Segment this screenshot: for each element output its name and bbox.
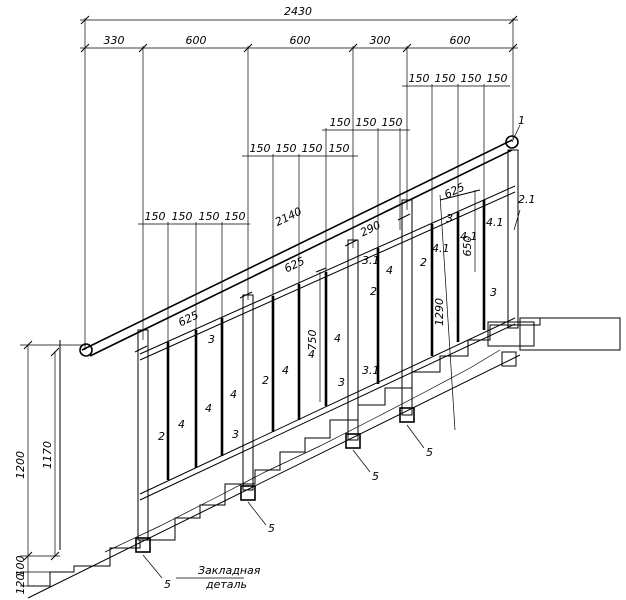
dim-1200: 1200 xyxy=(14,451,27,479)
tick-marks xyxy=(23,15,518,561)
callout-leaders xyxy=(142,124,521,579)
callout-3-1: 3.1 xyxy=(362,364,380,377)
post-2 xyxy=(242,294,254,491)
dim-150: 150 xyxy=(302,142,323,155)
dim-625-mid: 625 xyxy=(282,254,307,275)
callout-4: 4 xyxy=(282,364,289,377)
callout-2: 2 xyxy=(262,374,269,387)
callout-2: 2 xyxy=(420,256,427,269)
callout-4: 4 xyxy=(230,388,237,401)
dim-150: 150 xyxy=(145,210,166,223)
handrail-top xyxy=(81,139,513,351)
dim-100: 100 xyxy=(14,556,27,577)
note-line-1: Закладная xyxy=(198,564,261,577)
top-slab xyxy=(487,321,535,347)
embed-4 xyxy=(399,407,415,423)
rails xyxy=(79,135,519,501)
callout-5: 5 xyxy=(268,522,275,535)
callout-2: 2 xyxy=(370,285,377,298)
dim-seg-5: 600 xyxy=(450,34,471,47)
callout-3: 3 xyxy=(490,286,497,299)
dim-150: 150 xyxy=(356,116,377,129)
dimension-lines xyxy=(20,19,518,587)
dim-150: 150 xyxy=(199,210,220,223)
callout-4: 4 xyxy=(205,402,212,415)
dim-650: 650 xyxy=(461,236,474,257)
embed-1 xyxy=(135,537,151,553)
dim-150: 150 xyxy=(409,72,430,85)
dim-seg-3: 600 xyxy=(290,34,311,47)
dim-seg-4: 300 xyxy=(370,34,391,47)
dim-seg-2: 600 xyxy=(186,34,207,47)
dim-seg-1: 330 xyxy=(104,34,125,47)
anchor-plate xyxy=(501,351,517,367)
handrail-end-left xyxy=(79,343,93,357)
upper-rail xyxy=(139,185,516,355)
callout-4-1: 4.1 xyxy=(486,216,504,229)
embed-2 xyxy=(240,485,256,501)
callout-3: 3 xyxy=(232,428,239,441)
dim-1290: 1290 xyxy=(433,298,446,326)
callout-5: 5 xyxy=(426,446,433,459)
callout-labels: 1 2.1 2 2 2 2 3 3 3 3 3 3.1 3.1 4 4 4 4 … xyxy=(158,114,536,591)
lower-rail-edge xyxy=(139,323,516,501)
dim-150: 150 xyxy=(329,142,350,155)
post-3 xyxy=(347,239,359,441)
extension-lines xyxy=(84,18,514,350)
dim-150: 150 xyxy=(435,72,456,85)
dim-1170: 1170 xyxy=(41,441,54,469)
dim-150: 150 xyxy=(461,72,482,85)
dim-290: 290 xyxy=(358,218,383,239)
handrail-end-right xyxy=(505,135,519,149)
lower-rail xyxy=(139,317,516,495)
callout-4: 4 xyxy=(178,418,185,431)
callout-2: 2 xyxy=(158,430,165,443)
dim-150: 150 xyxy=(172,210,193,223)
upper-rail-edge xyxy=(139,191,516,361)
stair-outline xyxy=(27,317,621,599)
callout-4: 4 xyxy=(334,332,341,345)
callout-3: 3 xyxy=(208,333,215,346)
vertical-dimension-labels: 1200 1170 100 120 xyxy=(14,441,54,595)
dim-150: 150 xyxy=(250,142,271,155)
dim-150: 150 xyxy=(225,210,246,223)
callout-4: 4 xyxy=(386,264,393,277)
dim-625-right: 625 xyxy=(442,180,467,201)
handrail-bottom xyxy=(89,149,513,357)
dim-150: 150 xyxy=(382,116,403,129)
callout-3: 3 xyxy=(446,212,453,225)
balusters xyxy=(166,189,486,480)
note-line-2: деталь xyxy=(205,578,247,591)
callout-4: 4 xyxy=(308,348,315,361)
embedded-parts xyxy=(135,407,415,553)
callout-3-1: 3.1 xyxy=(362,254,380,267)
callout-5: 5 xyxy=(164,578,171,591)
embed-3 xyxy=(345,433,361,449)
dim-total: 2430 xyxy=(284,5,312,18)
callout-2-1: 2.1 xyxy=(518,193,536,206)
dim-120: 120 xyxy=(14,574,27,595)
callout-5: 5 xyxy=(372,470,379,483)
embed-note: Закладная деталь xyxy=(198,564,261,591)
dim-150: 150 xyxy=(276,142,297,155)
dim-150: 150 xyxy=(487,72,508,85)
dim-150: 150 xyxy=(330,116,351,129)
spacing-labels: 150 150 150 150 150 150 150 150 150 150 … xyxy=(145,72,508,223)
top-dimension-labels: 2430 330 600 600 300 600 xyxy=(104,5,471,47)
callout-3: 3 xyxy=(338,376,345,389)
landing-block xyxy=(519,317,621,351)
post-1 xyxy=(137,329,149,541)
callout-4-1: 4.1 xyxy=(432,242,450,255)
post-5 xyxy=(507,149,519,329)
callout-1: 1 xyxy=(518,114,525,127)
dim-750: 750 xyxy=(306,330,319,351)
callout-4-1: 4.1 xyxy=(460,230,478,243)
post-4 xyxy=(401,199,413,416)
